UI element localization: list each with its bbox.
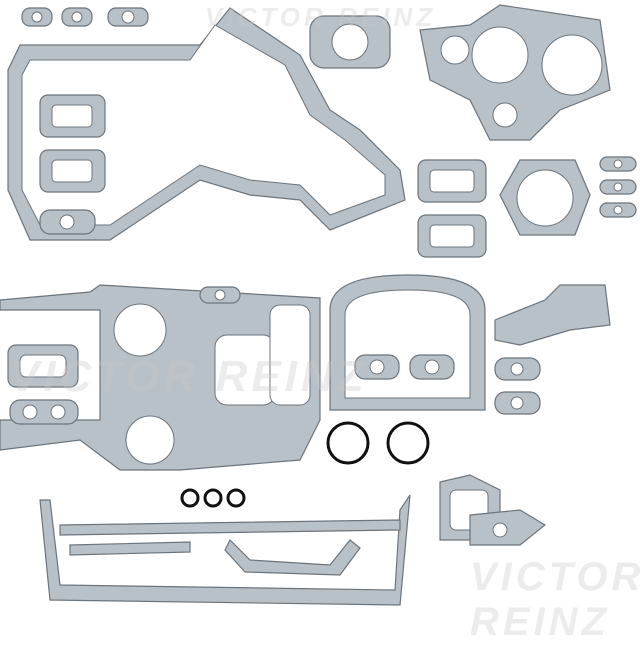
- o-rings: [180, 421, 430, 508]
- flywheel-housing-gasket: [0, 284, 321, 471]
- oil-cooler-gasket: [494, 284, 611, 346]
- oil-pan-gasket: [39, 494, 411, 606]
- small-flange-gaskets: [21, 7, 149, 235]
- tiny-gaskets-right: [599, 156, 637, 218]
- gasket-illustration: [0, 4, 637, 606]
